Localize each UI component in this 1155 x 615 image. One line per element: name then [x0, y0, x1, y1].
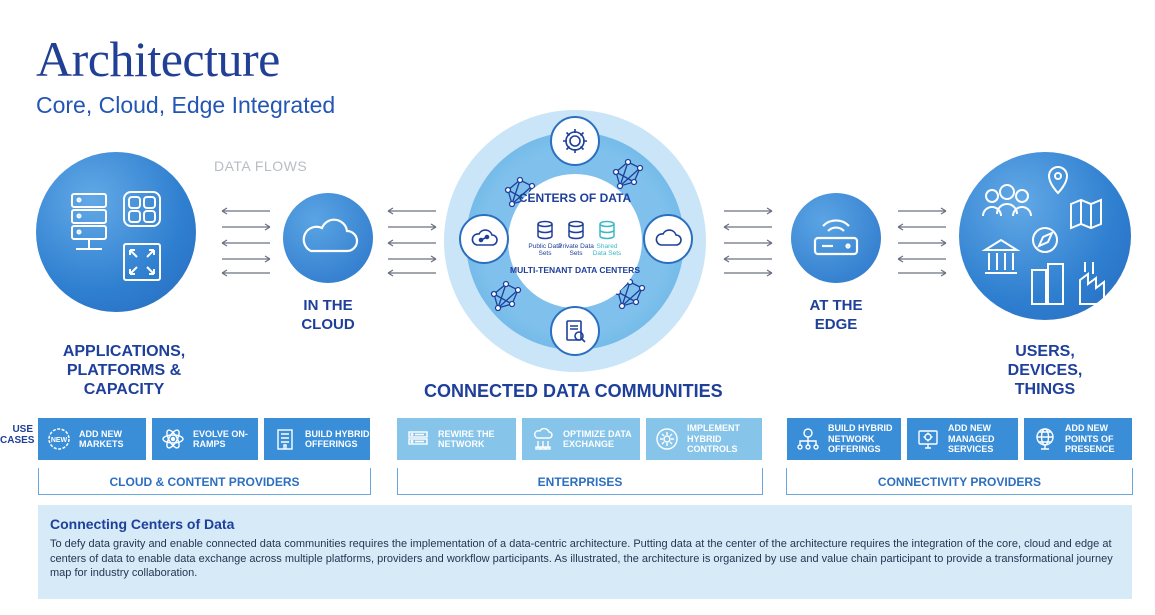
- server-icon: [405, 426, 431, 452]
- atom-icon: [160, 426, 186, 452]
- use-case-evolve-on-ramps[interactable]: EVOLVE ON-RAMPS: [152, 418, 258, 460]
- hub-title: CENTERS OF DATA: [518, 191, 632, 205]
- description-panel: Connecting Centers of Data To defy data …: [38, 505, 1132, 599]
- database-icons: [537, 220, 615, 240]
- page-subtitle: Core, Cloud, Edge Integrated: [36, 92, 336, 118]
- use-case-optimize-data-exchange[interactable]: OPTIMIZE DATA EXCHANGE: [522, 418, 640, 460]
- cloud-circle: [283, 193, 373, 283]
- document-search-icon: [550, 306, 600, 356]
- page-title: Architecture: [36, 31, 280, 87]
- use-case-implement-hybrid-controls[interactable]: IMPLEMENT HYBRID CONTROLS: [646, 418, 762, 460]
- use-case-add-new-points-of-presence[interactable]: ADD NEW POINTS OF PRESENCE: [1024, 418, 1132, 460]
- globe-icon: [1032, 426, 1058, 452]
- server-stack-icon: [71, 191, 161, 281]
- data-flow-arrows-3: [723, 207, 773, 277]
- monitor-icon: [915, 426, 941, 452]
- cloud-icon-hub: [643, 214, 693, 264]
- svg-text:NEW: NEW: [51, 437, 68, 444]
- data-flow-arrows-2: [387, 207, 437, 277]
- cloud-label: IN THE CLOUD: [301, 297, 355, 333]
- use-case-add-new-markets[interactable]: NEW ADD NEW MARKETS: [38, 418, 146, 460]
- data-flow-arrows-1: [221, 207, 271, 277]
- use-cases-label: USE CASES: [0, 424, 35, 446]
- users-label: USERS, DEVICES, THINGS: [1007, 343, 1083, 398]
- panel-body: To defy data gravity and enable connecte…: [50, 538, 1113, 579]
- building-icon: [272, 426, 298, 452]
- applications-label: APPLICATIONS, PLATFORMS & CAPACITY: [62, 343, 186, 398]
- users-devices-circle: [959, 152, 1131, 320]
- new-badge-icon: NEW: [46, 426, 72, 452]
- cloud-network-icon: [459, 214, 509, 264]
- use-case-add-new-managed-services[interactable]: ADD NEW MANAGED SERVICES: [907, 418, 1018, 460]
- cloud-exchange-icon: [530, 426, 556, 452]
- edge-label: AT THE EDGE: [809, 297, 863, 333]
- hub-subtitle: MULTI-TENANT DATA CENTERS: [509, 265, 640, 275]
- dataset-public: Public Data Sets: [528, 243, 562, 257]
- panel-title: Connecting Centers of Data: [50, 516, 235, 532]
- use-case-build-hybrid-offerings[interactable]: BUILD HYBRID OFFERINGS: [264, 418, 370, 460]
- use-case-rewire-the-network[interactable]: REWIRE THE NETWORK: [397, 418, 516, 460]
- router-icon: [813, 219, 859, 256]
- group-connectivity-providers: CONNECTIVITY PROVIDERS: [786, 468, 1133, 495]
- gear-icon: [550, 116, 600, 166]
- dataset-private: Private Data Sets: [558, 243, 594, 257]
- users-devices-icon-group: [981, 166, 1105, 305]
- hub-core: [508, 174, 642, 308]
- gear-icon: [654, 426, 680, 452]
- cloud-icon: [302, 218, 359, 253]
- dataset-shared: Shared Data Sets: [592, 243, 622, 257]
- group-cloud-content-providers: CLOUD & CONTENT PROVIDERS: [38, 468, 371, 495]
- edge-circle: [791, 193, 881, 283]
- section-title: CONNECTED DATA COMMUNITIES: [424, 381, 723, 401]
- group-enterprises: ENTERPRISES: [397, 468, 763, 495]
- data-flow-arrows-4: [897, 207, 947, 277]
- network-icon: [795, 426, 821, 452]
- data-flows-label: DATA FLOWS: [214, 158, 308, 174]
- applications-circle: [36, 152, 196, 312]
- use-case-build-hybrid-network-offerings[interactable]: BUILD HYBRID NETWORK OFFERINGS: [787, 418, 901, 460]
